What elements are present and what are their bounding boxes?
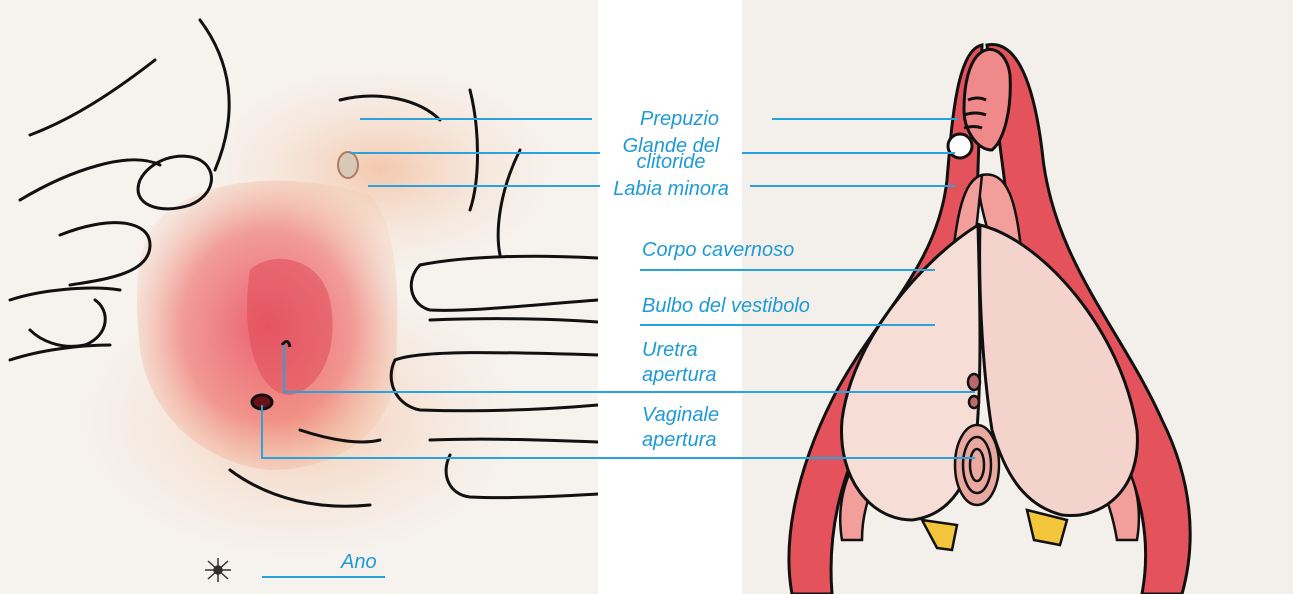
external-anatomy-drawing <box>0 0 598 594</box>
glans-knob <box>948 134 972 158</box>
external-anatomy-illustration <box>0 0 598 594</box>
label-labia-minora: Labia minora <box>596 179 746 199</box>
label-uretra-line2: apertura <box>642 365 717 385</box>
glans-dot <box>338 152 358 178</box>
label-corpo-cavernoso: Corpo cavernoso <box>642 240 794 260</box>
label-prepuzio: Prepuzio <box>617 109 742 129</box>
vaginal-opening <box>252 395 272 409</box>
label-vaginale-line2: apertura <box>642 430 717 450</box>
label-uretra-line1: Uretra <box>642 340 698 360</box>
label-ano: Ano <box>341 552 377 572</box>
vaginal-opening-internal <box>955 425 999 505</box>
internal-anatomy-drawing <box>742 0 1293 594</box>
left-gland <box>922 520 957 550</box>
label-glande-line2: clitoride <box>600 152 742 172</box>
label-bulbo-vestibolo: Bulbo del vestibolo <box>642 296 810 316</box>
label-vaginale-line1: Vaginale <box>642 405 719 425</box>
internal-anatomy-illustration <box>742 0 1293 594</box>
anus-mark <box>205 558 231 582</box>
